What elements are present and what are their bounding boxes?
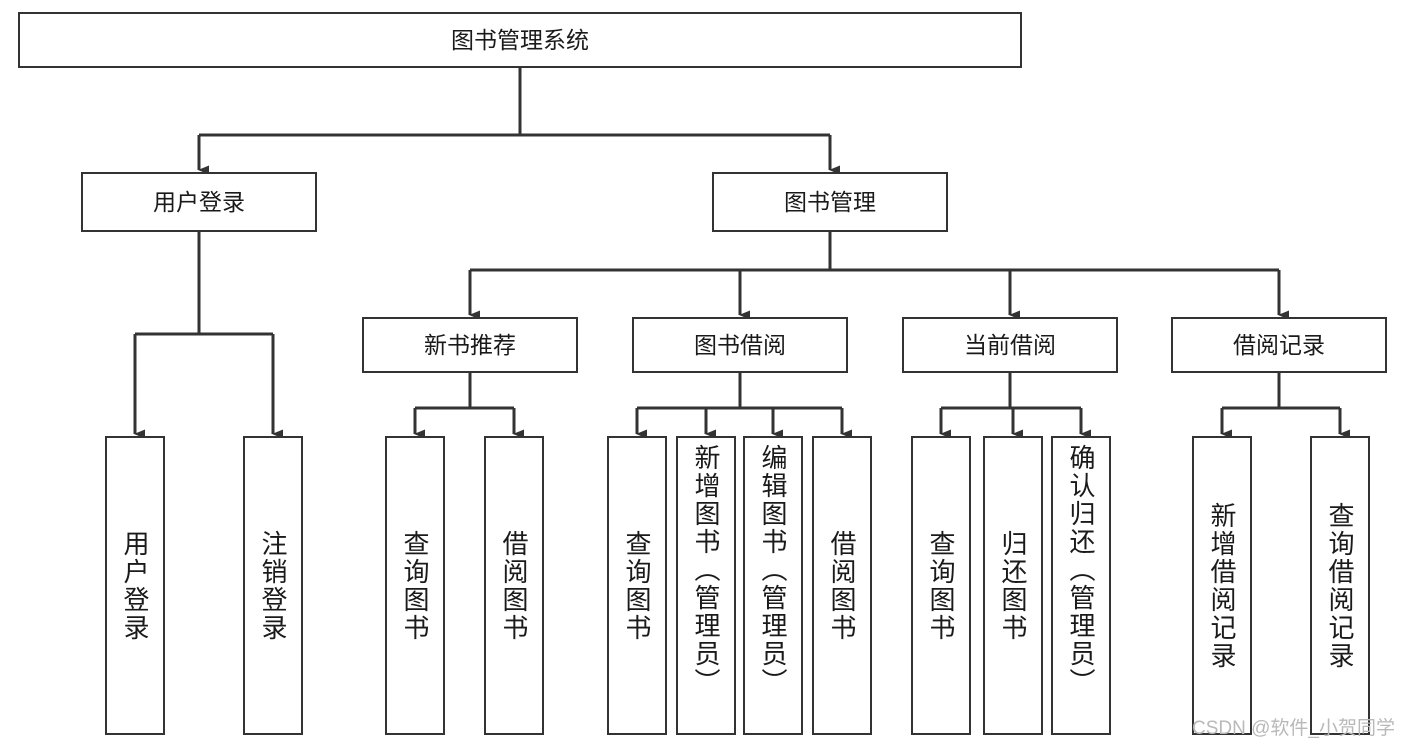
- node-label-borrow-record: 借阅记录: [1233, 331, 1325, 358]
- node-label-leaf-current-confirm-return: 确认归还（管理员）: [1066, 444, 1096, 696]
- node-user-login[interactable]: 用户登录: [81, 172, 317, 232]
- node-label-leaf-recommend-query-book: 查询图书: [400, 529, 430, 642]
- node-leaf-current-confirm-return[interactable]: 确认归还（管理员）: [1051, 436, 1111, 735]
- node-root[interactable]: 图书管理系统: [18, 12, 1022, 68]
- node-label-current-borrow: 当前借阅: [964, 331, 1056, 358]
- node-leaf-borrow-query-book[interactable]: 查询图书: [607, 436, 667, 735]
- node-leaf-borrow-lend-book[interactable]: 借阅图书: [812, 436, 872, 735]
- node-leaf-record-add[interactable]: 新增借阅记录: [1192, 436, 1252, 735]
- node-leaf-current-query-book[interactable]: 查询图书: [911, 436, 971, 735]
- node-leaf-borrow-edit-book[interactable]: 编辑图书（管理员）: [743, 436, 803, 735]
- node-leaf-user-logout[interactable]: 注销登录: [243, 436, 303, 735]
- node-book-manage[interactable]: 图书管理: [712, 172, 948, 232]
- node-label-book-borrow: 图书借阅: [694, 331, 786, 358]
- node-new-book-recommend[interactable]: 新书推荐: [362, 317, 578, 373]
- node-label-leaf-record-query: 查询借阅记录: [1325, 501, 1355, 670]
- node-label-leaf-borrow-lend-book: 借阅图书: [827, 529, 857, 642]
- node-leaf-user-login[interactable]: 用户登录: [105, 436, 165, 735]
- node-label-leaf-current-query-book: 查询图书: [926, 529, 956, 642]
- node-label-book-manage: 图书管理: [784, 188, 876, 215]
- node-borrow-record[interactable]: 借阅记录: [1171, 317, 1387, 373]
- node-current-borrow[interactable]: 当前借阅: [902, 317, 1118, 373]
- node-label-leaf-recommend-borrow-book: 借阅图书: [499, 529, 529, 642]
- node-label-new-book-recommend: 新书推荐: [424, 331, 516, 358]
- node-label-user-login: 用户登录: [153, 188, 245, 215]
- node-leaf-current-return-book[interactable]: 归还图书: [983, 436, 1043, 735]
- node-label-leaf-record-add: 新增借阅记录: [1207, 501, 1237, 670]
- node-label-leaf-borrow-add-book: 新增图书（管理员）: [691, 444, 721, 696]
- node-label-leaf-user-logout: 注销登录: [258, 529, 288, 642]
- node-label-leaf-user-login: 用户登录: [120, 529, 150, 642]
- node-leaf-recommend-borrow-book[interactable]: 借阅图书: [484, 436, 544, 735]
- node-leaf-recommend-query-book[interactable]: 查询图书: [385, 436, 445, 735]
- connector-lines: [133, 68, 1350, 439]
- node-leaf-borrow-add-book[interactable]: 新增图书（管理员）: [676, 436, 736, 735]
- node-label-root: 图书管理系统: [451, 26, 589, 53]
- node-book-borrow[interactable]: 图书借阅: [632, 317, 848, 373]
- node-leaf-record-query[interactable]: 查询借阅记录: [1310, 436, 1370, 735]
- node-label-leaf-borrow-query-book: 查询图书: [622, 529, 652, 642]
- node-label-leaf-current-return-book: 归还图书: [998, 529, 1028, 642]
- node-label-leaf-borrow-edit-book: 编辑图书（管理员）: [758, 444, 788, 696]
